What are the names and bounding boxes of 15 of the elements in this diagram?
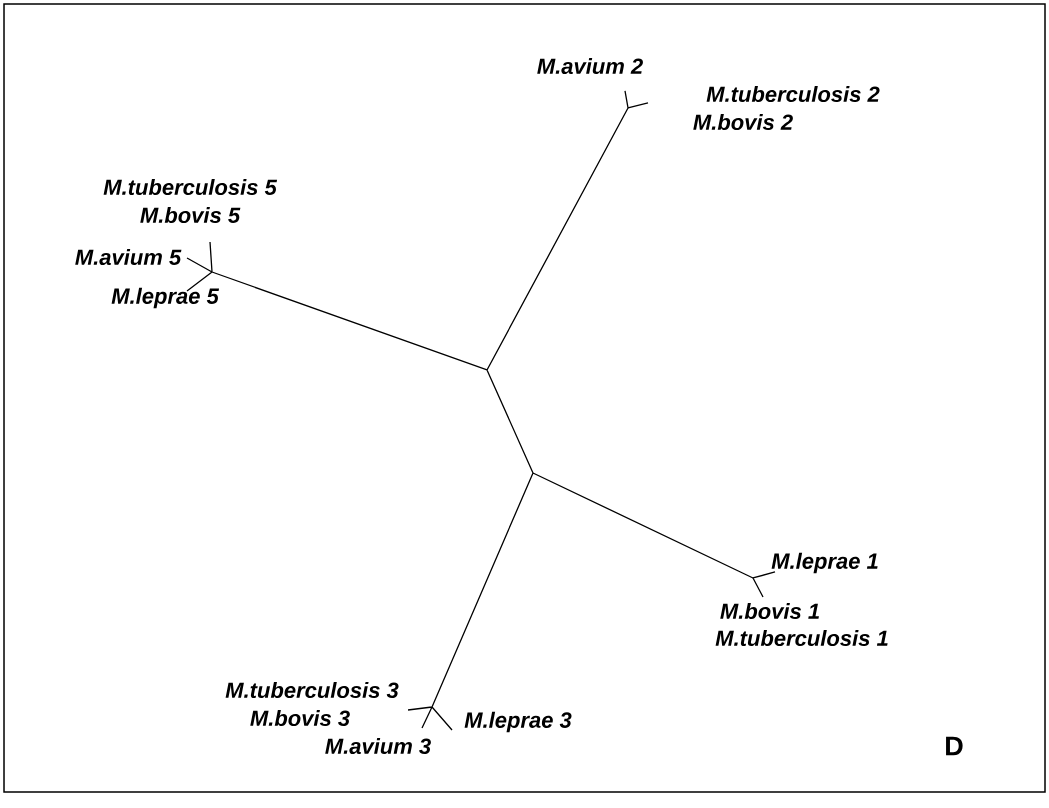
taxon-label: M.tuberculosis 2 (706, 85, 880, 103)
taxon-label: M.tuberculosis 5 (103, 178, 278, 196)
taxon-label: M.bovis 3 (250, 709, 350, 727)
taxon-label: M.avium 2 (537, 57, 643, 75)
taxon-label: M.tuberculosis 1 (715, 629, 888, 647)
taxon-label: M.bovis 5 (140, 206, 241, 224)
taxon-label: M.tuberculosis 3 (225, 681, 399, 699)
taxon-label: M.leprae 1 (771, 552, 878, 574)
taxon-label: M.bovis 2 (693, 113, 793, 131)
panel-letter: D (946, 736, 963, 756)
taxon-label: M.avium 5 (75, 248, 182, 266)
taxon-label: M.avium 3 (325, 737, 431, 755)
taxon-label: M.bovis 1 (720, 602, 819, 620)
taxon-label: M.leprae 3 (464, 711, 572, 733)
taxon-label: M.leprae 5 (111, 287, 220, 309)
